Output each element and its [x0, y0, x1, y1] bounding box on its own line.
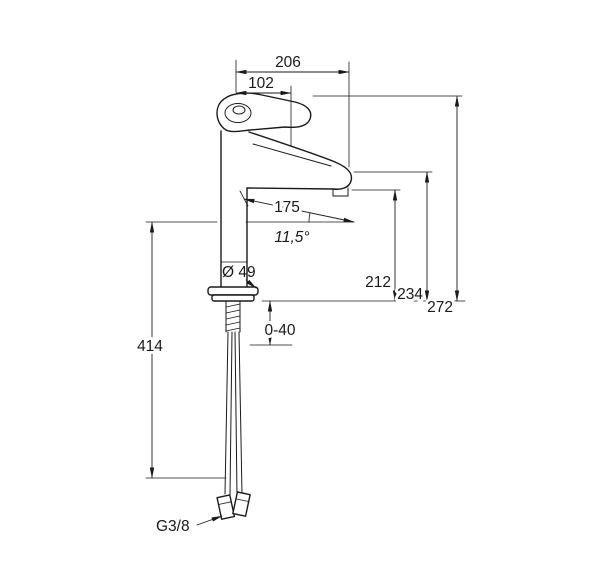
dim-height-212: 212 [351, 189, 401, 302]
dim-label-212: 212 [365, 274, 391, 291]
dim-label-234: 234 [397, 286, 423, 303]
dim-label-diameter: Ø 49 [222, 264, 256, 281]
dim-label-thread: G3/8 [156, 518, 190, 535]
dim-label-angle: 11,5° [274, 229, 309, 246]
spout [246, 131, 353, 190]
dim-spout-length-175: 175 [239, 190, 355, 223]
cartridge-dome-inner [232, 105, 246, 115]
dim-height-234: 234 [353, 171, 433, 306]
dim-reach-102: 102 [235, 75, 292, 147]
dim-label-414: 414 [137, 338, 163, 355]
dim-hose-414: 414 [134, 221, 227, 479]
dim-thread-g38: G3/8 [156, 515, 223, 535]
threaded-shank [225, 300, 241, 333]
dim-reach-206: 206 [235, 54, 350, 168]
dim-height-272: 272 [312, 95, 463, 319]
dim-angle-11-5: 11,5° [245, 212, 355, 249]
dim-label-175: 175 [274, 199, 300, 216]
supply-hoses [224, 331, 243, 497]
hose-fitting-right [232, 491, 251, 517]
dim-diameter-49: Ø 49 [222, 264, 257, 289]
hose-fitting-left [216, 494, 236, 520]
spout-inner-edge [252, 143, 332, 167]
dim-label-272: 272 [427, 299, 453, 316]
dim-mounting-0-40: 0-40 [261, 300, 299, 346]
dim-label-102: 102 [248, 75, 274, 92]
aerator [332, 187, 349, 197]
base-gasket [211, 294, 255, 302]
lever-handle [216, 92, 312, 133]
cartridge-dome [224, 103, 252, 123]
dim-label-0-40: 0-40 [264, 322, 295, 339]
dim-label-206: 206 [275, 54, 301, 71]
base-flange [207, 286, 259, 296]
